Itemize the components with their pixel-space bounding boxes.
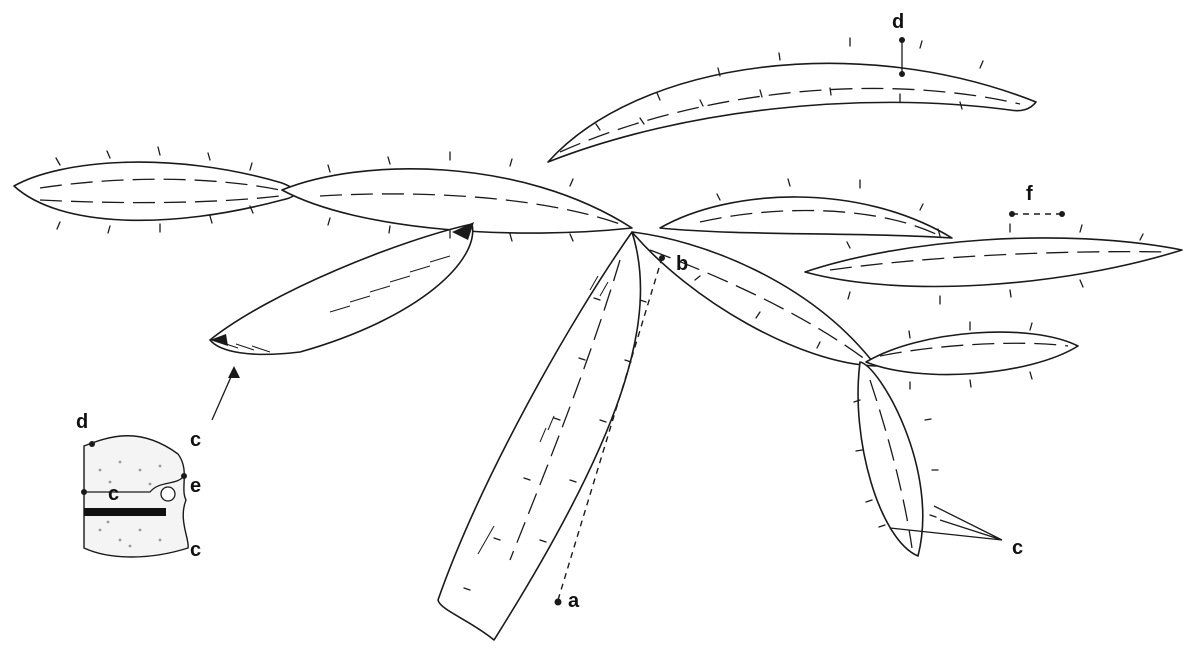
branch-right-diagonal <box>632 232 876 366</box>
branch-lower-right <box>858 362 923 556</box>
label-c-main: c <box>1012 537 1023 559</box>
label-b: b <box>676 253 688 275</box>
label-a: a <box>568 590 580 612</box>
areole-inset <box>81 436 188 557</box>
label-inset-c-mid: c <box>108 483 119 505</box>
label-f: f <box>1026 183 1033 205</box>
branch-right-long <box>805 238 1182 287</box>
label-d-top: d <box>892 11 904 33</box>
branch-upper-right <box>548 63 1036 162</box>
inset-dark-band <box>84 508 166 516</box>
branch-far-left <box>14 162 296 220</box>
branch-mid-right <box>660 197 952 238</box>
label-inset-c-top: c <box>190 429 201 451</box>
label-inset-e: e <box>190 475 201 497</box>
branch-dried-left <box>210 224 473 354</box>
label-inset-d: d <box>76 411 88 433</box>
branch-left-center <box>282 169 632 233</box>
label-inset-c-bottom: c <box>190 539 201 561</box>
